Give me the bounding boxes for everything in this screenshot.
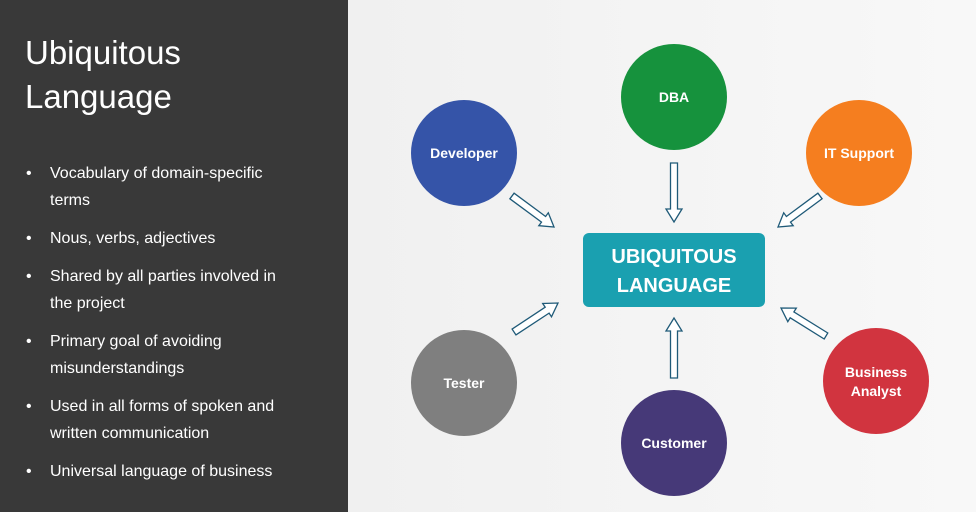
stakeholder-diagram: UBIQUITOUS LANGUAGE DBA Developer IT Sup… xyxy=(348,0,976,512)
node-dba-circle xyxy=(621,44,727,150)
bullet-dot-icon: • xyxy=(26,333,32,350)
bullet-item: • Nous, verbs, adjectives xyxy=(25,225,335,252)
node-dba-label: DBA xyxy=(659,89,689,105)
bullet-list: • Vocabulary of domain-specific terms • Nou… xyxy=(25,160,335,496)
bullet-item: • Vocabulary of domain-specific terms xyxy=(25,160,335,214)
arrow-it-support-icon xyxy=(777,192,824,228)
slide-title-line2: Language xyxy=(25,78,172,115)
bullet-item: • Shared by all parties involved in the pr… xyxy=(25,263,335,317)
arrow-customer-icon xyxy=(664,316,684,379)
node-it-support: IT Support xyxy=(806,100,912,206)
diagram-panel: UBIQUITOUS LANGUAGE DBA Developer IT Sup… xyxy=(348,0,976,512)
bullet-line: Vocabulary of domain-specific xyxy=(50,165,263,182)
bullet-line: the project xyxy=(50,295,125,312)
slide-title-line1: Ubiquitous xyxy=(25,34,181,71)
bullet-line: Used in all forms of spoken and xyxy=(50,398,275,415)
node-tester-circle xyxy=(411,330,517,436)
node-customer: Customer xyxy=(621,390,727,496)
center-box: UBIQUITOUS LANGUAGE xyxy=(583,233,765,307)
bullet-item: • Universal language of business xyxy=(25,458,335,485)
node-customer-label: Customer xyxy=(641,435,707,451)
bullet-line: misunderstandings xyxy=(50,360,185,377)
bullet-dot-icon: • xyxy=(26,398,32,415)
bullet-dot-icon: • xyxy=(26,165,32,182)
arrow-business-analyst-icon xyxy=(779,307,829,340)
bullet-item: • Primary goal of avoiding misunderstandin… xyxy=(25,328,335,382)
center-box-shape xyxy=(583,233,765,307)
node-business-analyst: Business Analyst xyxy=(823,328,929,434)
bullet-line: Universal language of business xyxy=(50,463,273,480)
node-business-analyst-label-line2: Analyst xyxy=(851,383,902,399)
node-developer-label: Developer xyxy=(430,145,498,161)
bullet-line: Nous, verbs, adjectives xyxy=(50,230,216,247)
node-it-support-label: IT Support xyxy=(824,145,894,161)
arrow-developer-icon xyxy=(508,192,555,228)
bullet-dot-icon: • xyxy=(26,230,32,247)
node-business-analyst-circle xyxy=(823,328,929,434)
node-tester: Tester xyxy=(411,330,517,436)
center-label-line2: LANGUAGE xyxy=(617,275,731,297)
slide-title: Ubiquitous Language xyxy=(25,31,335,119)
bullet-line: Shared by all parties involved in xyxy=(50,268,276,285)
bullet-dot-icon: • xyxy=(26,268,32,285)
node-tester-label: Tester xyxy=(444,375,486,391)
arrows-group xyxy=(508,162,829,379)
bullet-item: • Used in all forms of spoken and written … xyxy=(25,393,335,447)
center-label-line1: UBIQUITOUS xyxy=(611,246,736,268)
node-developer-circle xyxy=(411,100,517,206)
node-it-support-circle xyxy=(806,100,912,206)
bullet-line: written communication xyxy=(50,425,210,442)
bullet-dot-icon: • xyxy=(26,463,32,480)
node-dba: DBA xyxy=(621,44,727,150)
node-business-analyst-label-line1: Business xyxy=(845,364,907,380)
node-customer-circle xyxy=(621,390,727,496)
left-panel: Ubiquitous Language • Vocabulary of domai… xyxy=(0,0,348,512)
arrow-dba-icon xyxy=(664,162,684,224)
bullet-line: Primary goal of avoiding xyxy=(50,333,222,350)
bullet-line: terms xyxy=(50,192,90,209)
node-developer: Developer xyxy=(411,100,517,206)
arrow-tester-icon xyxy=(511,302,560,336)
